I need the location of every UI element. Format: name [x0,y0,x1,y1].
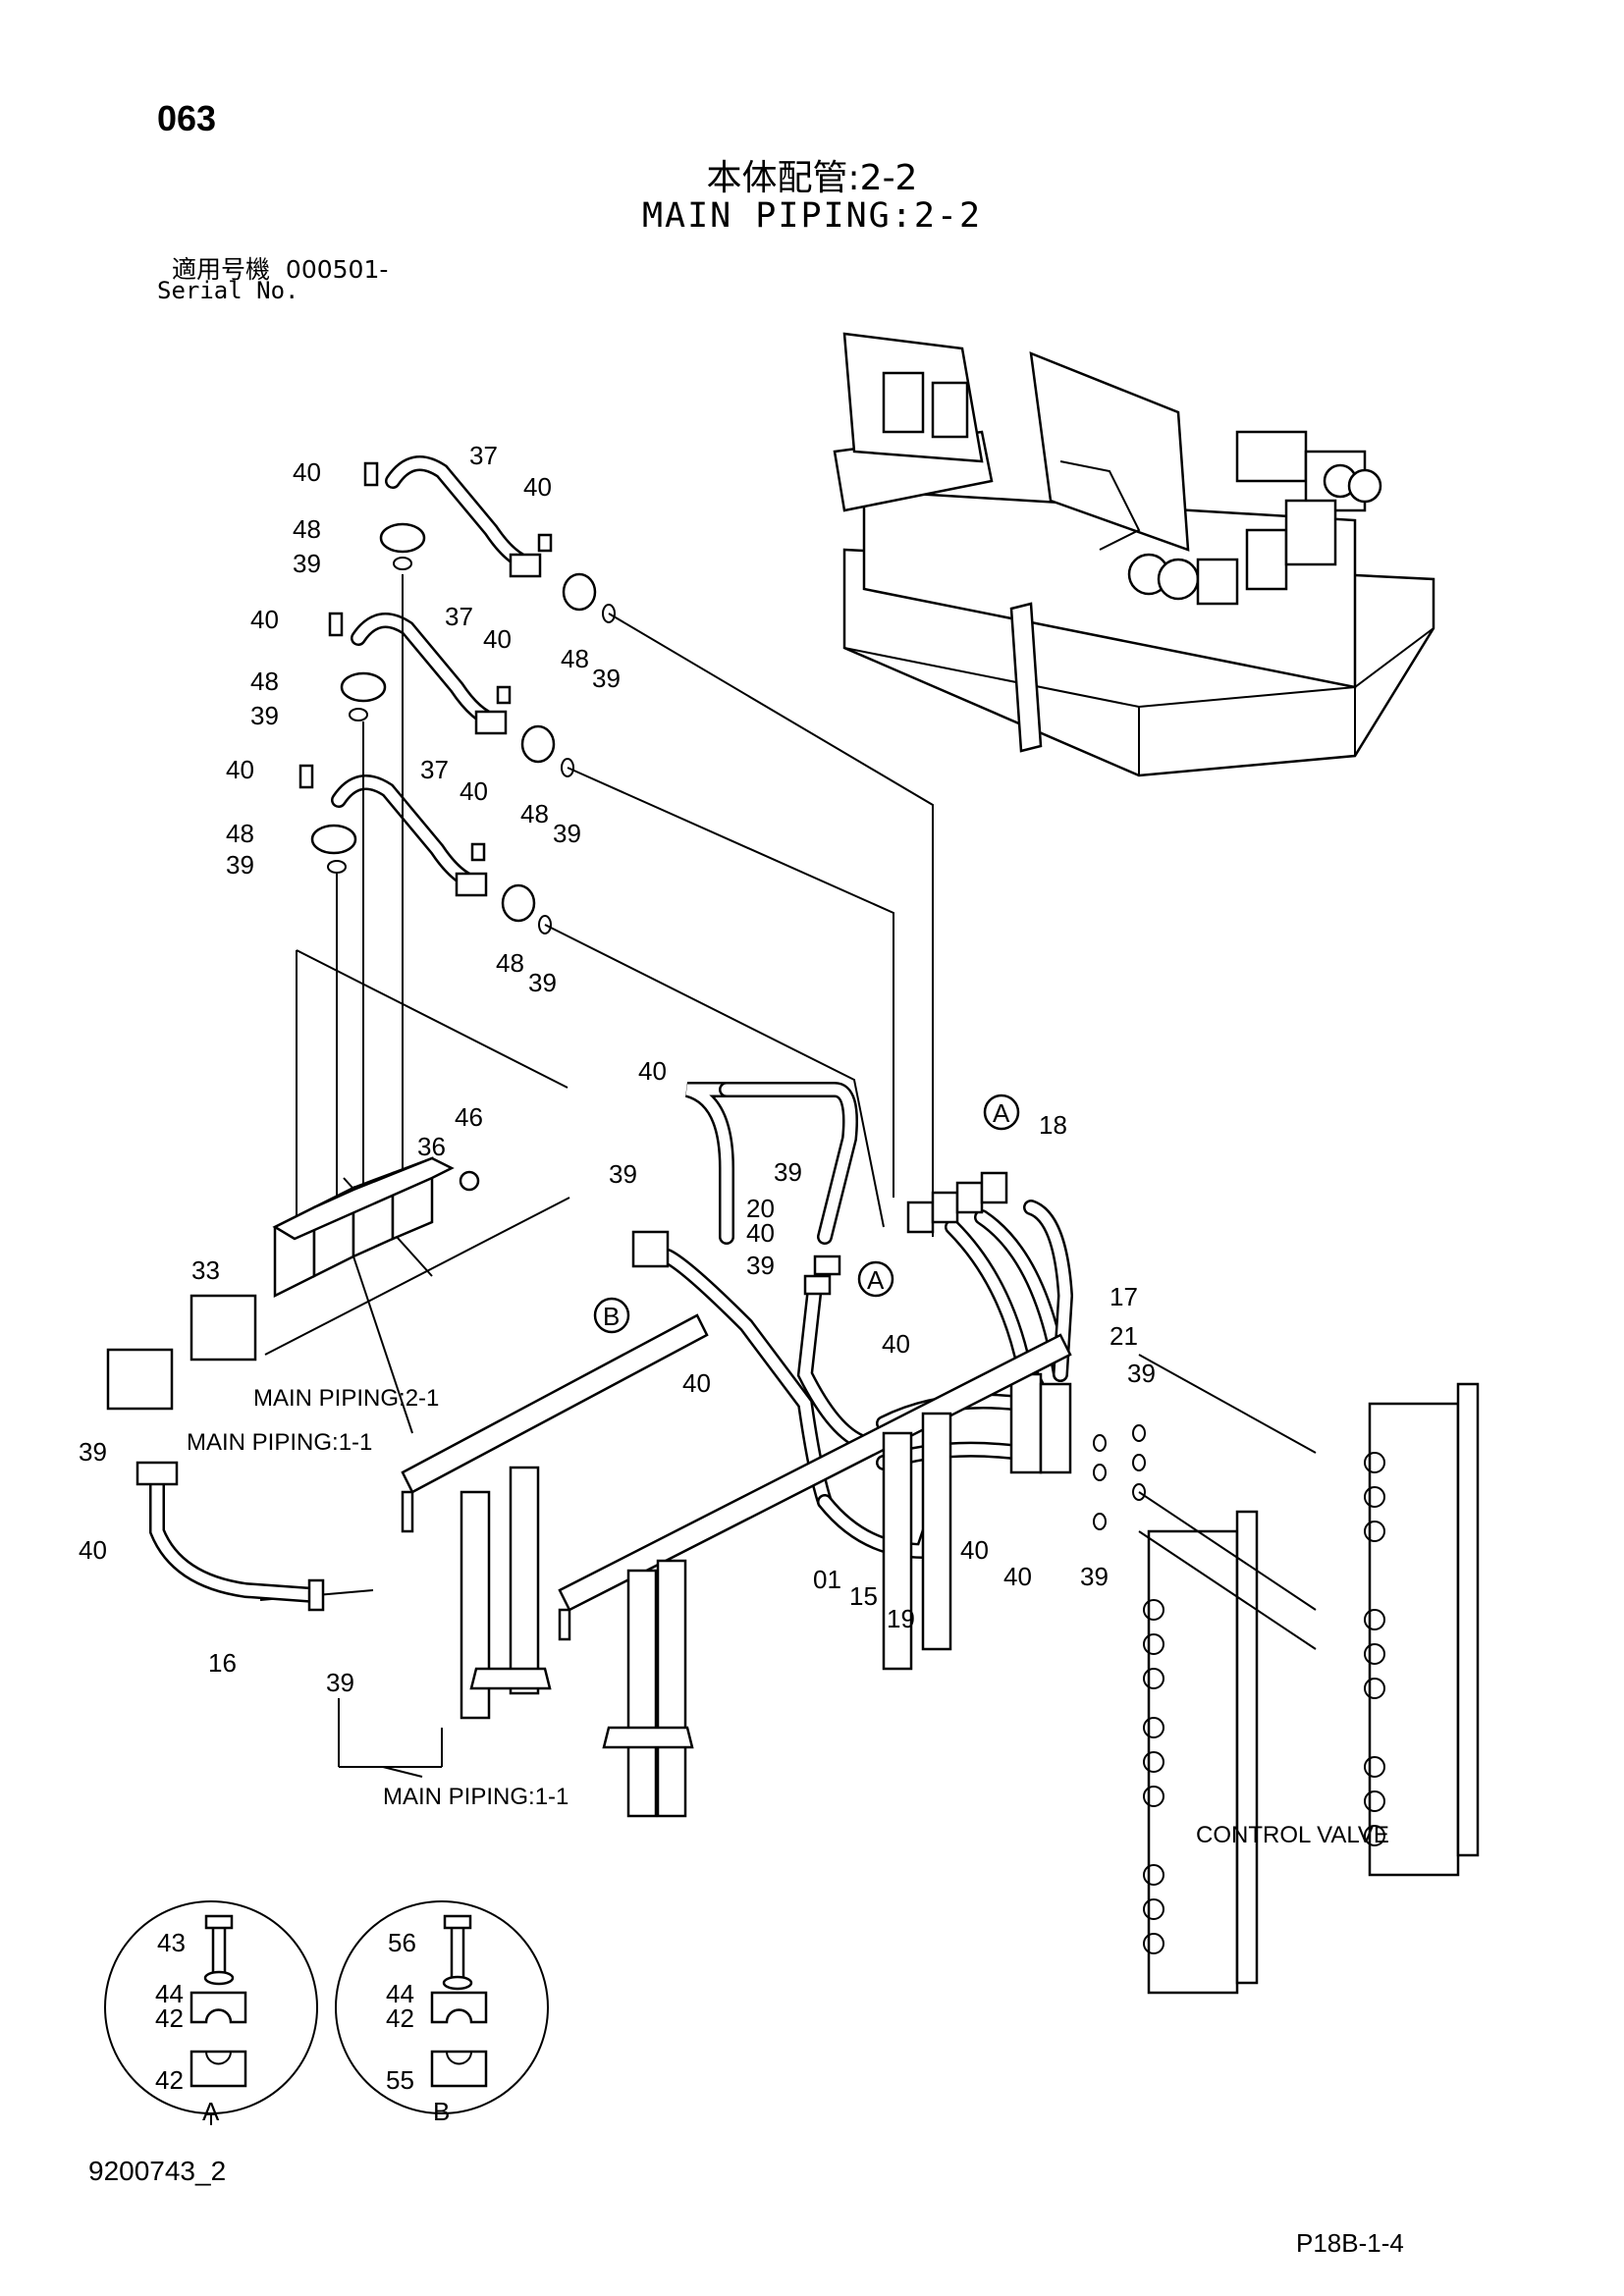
control-valves [1093,1354,1480,1995]
callout-18: 18 [1039,1110,1067,1140]
reference-main-piping-1-1: MAIN PIPING:1-1 [383,1784,568,1810]
callout-labels: 40 37 40 48 39 48 39 40 37 40 48 39 48 3… [79,441,1156,2095]
callout-39: 39 [250,701,279,730]
title-english: MAIN PIPING:2-2 [641,196,983,236]
callout-40: 40 [638,1056,667,1086]
callout-40: 40 [746,1218,775,1248]
callout-20: 20 [746,1194,775,1223]
callout-40: 40 [1003,1562,1032,1591]
callout-39: 39 [592,664,621,693]
callout-48: 48 [496,948,524,978]
callout-40: 40 [226,755,254,784]
callout-42: 42 [386,2003,414,2033]
reference-control-valve: CONTROL VALVE [1196,1822,1389,1848]
callout-40: 40 [483,624,512,654]
callout-48: 48 [520,799,549,828]
callout-48: 48 [250,667,279,696]
marker-a: A [867,1265,885,1295]
reference-labels: MAIN PIPING:2-1 MAIN PIPING:1-1 MAIN PIP… [187,1385,1389,1848]
reference-main-piping-1-1: MAIN PIPING:1-1 [187,1429,372,1456]
callout-39: 39 [746,1251,775,1280]
callout-39: 39 [1080,1562,1109,1591]
frame-structure [401,1313,1072,1818]
callout-40: 40 [960,1535,989,1565]
callout-39: 39 [79,1437,107,1467]
hose-assembly-upper [363,455,616,623]
callout-39: 39 [1127,1359,1156,1388]
callout-56: 56 [388,1928,416,1957]
callout-48: 48 [561,644,589,673]
callout-44: 44 [386,1979,414,2008]
callout-42: 42 [155,2003,184,2033]
hose-assembly-middle [328,612,574,777]
callout-19: 19 [887,1604,915,1633]
hose-assembly-lower [298,764,552,934]
callout-40: 40 [460,776,488,806]
detail-b [335,1900,549,2114]
callout-40: 40 [682,1368,711,1398]
callout-39: 39 [326,1668,354,1697]
document-id: 9200743_2 [88,2156,227,2186]
callout-44: 44 [155,1979,184,2008]
callout-37: 37 [445,602,473,631]
fitting-block-a [631,1171,1072,1474]
callout-39: 39 [226,850,254,880]
callout-36: 36 [417,1132,446,1161]
callout-33: 33 [191,1255,220,1285]
callout-48: 48 [226,819,254,848]
callout-40: 40 [293,457,321,487]
callout-15: 15 [849,1581,878,1611]
manifold-blocks [106,1156,480,1411]
title-japanese: 本体配管:2-2 [706,158,918,198]
callout-21: 21 [1110,1321,1138,1351]
callout-39: 39 [528,968,557,997]
page-number: 063 [157,98,217,138]
callout-17: 17 [1110,1282,1138,1311]
callout-55: 55 [386,2065,414,2095]
serial-value: 000501- [285,255,389,284]
callout-39: 39 [609,1159,637,1189]
detail-b-label: B [433,2097,450,2126]
callout-43: 43 [157,1928,186,1957]
callout-40: 40 [79,1535,107,1565]
serial-label-jp-text: 適用号機 [172,255,271,284]
callout-46: 46 [455,1102,483,1132]
callout-37: 37 [469,441,498,470]
reference-main-piping-2-1: MAIN PIPING:2-1 [253,1385,439,1412]
serial-label-english: Serial No. [157,277,299,304]
leader-lines [259,574,934,1778]
callout-39: 39 [293,549,321,578]
callout-16: 16 [208,1648,237,1678]
marker-b: B [603,1302,620,1331]
page-code: P18B-1-4 [1296,2228,1404,2258]
callout-40: 40 [882,1329,910,1359]
machine-overview [833,332,1435,777]
detail-a [104,1900,318,2125]
callout-01: 01 [813,1565,841,1594]
callout-39: 39 [553,819,581,848]
callout-37: 37 [420,755,449,784]
callout-40: 40 [523,472,552,502]
view-markers: A A B A B [202,1094,1020,2126]
detail-a-label: A [202,2097,220,2126]
callout-48: 48 [293,514,321,544]
serial-label-japanese: 適用号機 000501- [172,250,388,286]
callout-40: 40 [250,605,279,634]
callout-42: 42 [155,2065,184,2095]
callout-39: 39 [774,1157,802,1187]
marker-a: A [993,1098,1010,1128]
